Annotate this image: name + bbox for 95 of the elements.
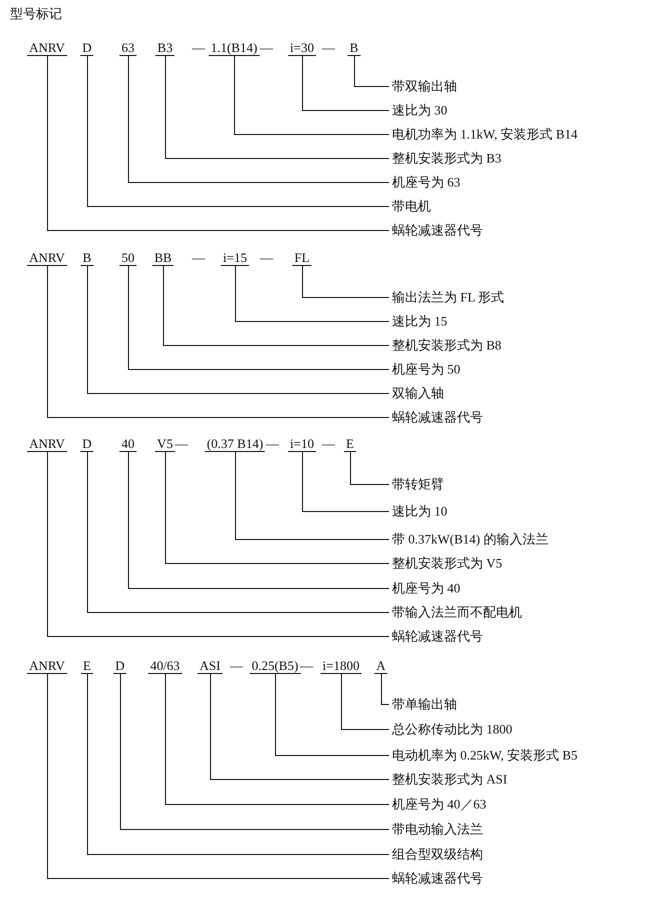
code-description: 机座号为 40 [392,580,460,596]
code-description: 速比为 10 [392,504,448,518]
separator-dash: — [192,40,205,55]
code-description: 蜗轮减速器代号 [392,222,483,238]
leader-line [128,56,390,183]
leader-line [87,452,390,613]
model-code-segment: 40 [120,436,136,452]
separator-dash: — [260,40,273,55]
leader-line [381,674,390,705]
model-code-segment: D [80,40,94,56]
leader-line [341,674,390,730]
leader-line [47,266,390,418]
leader-line [165,674,390,805]
leader-line [47,56,390,231]
leader-line [302,56,390,111]
model-code-segment: i=30 [288,40,316,56]
code-description: 蜗轮减速器代号 [392,870,483,886]
code-description: 整机安装形式为 B3 [392,150,502,166]
leader-line [47,452,390,637]
code-description: 整机安装形式为 V5 [392,556,502,570]
model-code-segment: 50 [120,250,136,266]
leader-line [128,266,390,370]
separator-dash: — [266,436,279,451]
code-description: 电机功率为 1.1kW, 安装形式 B14 [392,126,578,142]
leader-line [47,674,390,879]
leader-line [354,56,390,87]
model-code-segment: ANRV [27,40,67,56]
model-code-segment: V5 [155,436,175,452]
leader-line [235,266,390,322]
separator-dash: — [300,658,313,673]
model-code-segment: i=10 [288,436,316,452]
leader-line [234,56,390,135]
code-description: 电动机率为 0.25kW, 安装形式 B5 [392,748,578,762]
code-description: 带单输出轴 [392,696,457,712]
leader-line [120,674,390,830]
code-description: 蜗轮减速器代号 [392,410,483,424]
code-description: 机座号为 40／63 [392,796,486,812]
model-code-segment: 63 [120,40,136,56]
model-code-segment: B [348,40,360,56]
code-description: 双输入轴 [392,386,444,400]
code-description: 机座号为 63 [392,174,460,190]
code-description: 组合型双级结构 [392,846,483,862]
leader-line [302,452,390,512]
model-code-segment: BB [152,250,174,266]
code-description: 带电动输入法兰 [392,822,483,836]
model-code-segment: 0.25(B5) [250,658,300,674]
separator-dash: — [322,436,335,451]
model-code-segment: 1.1(B14) [208,40,260,56]
model-code-segment: (0.37 B14) [204,436,266,452]
leader-line [87,56,390,207]
code-description: 整机安装形式为 B8 [392,338,502,352]
code-description: 机座号为 50 [392,362,460,376]
model-code-segment: B3 [155,40,175,56]
code-description: 总公称传动比为 1800 [392,722,512,736]
separator-dash: — [230,658,243,673]
code-description: 带转矩臂 [392,476,444,492]
code-description: 输出法兰为 FL 形式 [392,290,504,304]
leader-line [210,674,390,780]
model-code-segment: D [113,658,127,674]
model-code-segment: FL [292,250,312,266]
model-code-segment: 40/63 [148,658,182,674]
model-code-segment: ANRV [27,658,67,674]
code-description: 速比为 15 [392,314,448,328]
code-description: 蜗轮减速器代号 [392,628,483,644]
code-description: 带输入法兰而不配电机 [392,604,522,620]
code-description: 带 0.37kW(B14) 的输入法兰 [392,532,548,546]
leader-line [128,452,390,589]
leader-line [302,266,390,298]
model-code-segment: i=1800 [320,658,362,674]
leader-line [163,266,390,346]
leader-line [350,452,390,485]
code-description: 带电机 [392,198,431,214]
model-code-segment: D [80,436,94,452]
code-description: 整机安装形式为 ASI [392,772,508,786]
code-description: 带双输出轴 [392,78,457,94]
leader-line [275,674,390,756]
leader-line [235,452,390,540]
leader-line [165,452,390,564]
leader-line [87,674,390,855]
model-code-segment: ANRV [27,436,67,452]
model-code-segment: ANRV [27,250,67,266]
separator-dash: — [192,250,205,265]
separator-dash: — [322,40,335,55]
separator-dash: — [260,250,273,265]
leader-line [87,266,390,394]
leader-line [165,56,390,159]
model-code-segment: A [374,658,388,674]
code-description: 速比为 30 [392,102,448,118]
model-code-segment: E [344,436,356,452]
diagram-title: 型号标记 [10,6,62,21]
model-code-segment: i=15 [221,250,249,266]
model-code-segment: E [81,658,93,674]
model-code-segment: ASI [198,658,222,674]
model-code-segment: B [80,250,94,266]
separator-dash: — [175,436,188,451]
